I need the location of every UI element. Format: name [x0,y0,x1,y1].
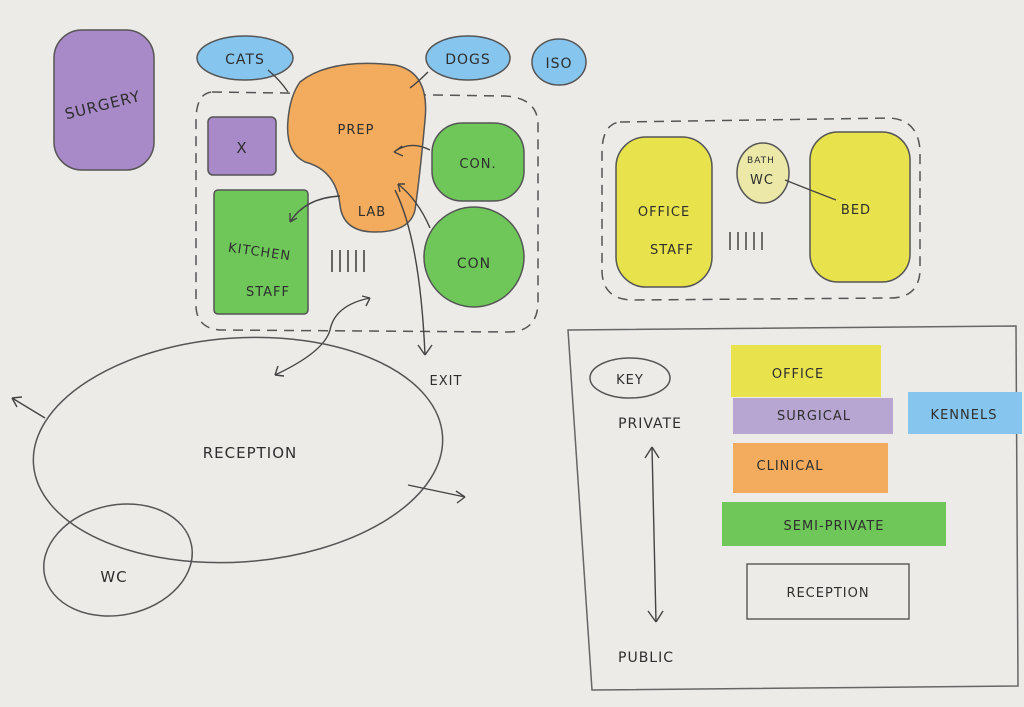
office-staff-label: STAFF [650,243,694,258]
key-swatch-clinical: CLINICAL [733,443,888,493]
bed-bubble: BED [809,131,911,283]
reception-bubble: RECEPTION [32,336,444,564]
clinic-zone-boundary [195,91,539,333]
dogs-bubble: DOGS [425,35,511,81]
key-swatch-office: OFFICE [731,345,881,397]
reception-flow-arrows [11,396,466,504]
residence-stairs [729,232,763,250]
key-private: PRIVATE [618,416,682,432]
svg-text:SURGICAL: SURGICAL [777,409,851,424]
bath-wc-label: WC [750,173,774,188]
consult-room-bottom-bubble: CON [423,206,525,308]
key-title: KEY [616,373,644,388]
svg-text:SEMI-PRIVATE: SEMI-PRIVATE [783,519,884,534]
svg-text:CLINICAL: CLINICAL [757,459,824,474]
office-label: OFFICE [638,205,690,220]
con-top-label: CON. [459,157,496,172]
iso-label: ISO [545,56,572,72]
residence-zone-boundary [601,117,921,301]
reception-label: RECEPTION [203,444,298,462]
x-room-bubble: X [207,116,277,176]
kitchen-staff-bubble: KITCHEN STAFF [213,189,309,315]
surgery-bubble: SURGERY [53,29,155,171]
bath-bed-link [784,179,837,201]
cats-label: CATS [225,52,265,68]
key-public: PUBLIC [618,650,674,666]
kitchen-staff-label: STAFF [246,285,290,300]
bath-wc-bubble: BATH WC [736,142,790,204]
con-bottom-label: CON [457,256,491,272]
clinic-flow-arrows [267,69,433,377]
iso-bubble: ISO [531,38,587,86]
key-swatch-semi-private: SEMI-PRIVATE [722,502,946,546]
key-panel: KEY PRIVATE PUBLIC OFFICE SURGICAL KENNE… [567,325,1022,691]
dogs-label: DOGS [445,52,491,68]
office-staff-bubble: OFFICE STAFF [615,136,713,288]
cats-bubble: CATS [196,35,294,81]
prep-label: PREP [338,123,375,138]
svg-text:RECEPTION: RECEPTION [786,586,869,601]
bed-label: BED [841,203,871,218]
lab-label: LAB [358,205,386,220]
consult-room-top-bubble: CON. [431,122,525,202]
privacy-scale-arrow [644,446,664,623]
wc-bubble: WC [43,503,193,617]
key-swatch-kennels: KENNELS [908,392,1022,434]
prep-lab-bubble: PREP LAB [286,62,427,233]
svg-text:OFFICE: OFFICE [772,367,824,382]
svg-text:KENNELS: KENNELS [931,408,998,423]
wc-label: WC [100,568,127,586]
key-swatch-surgical: SURGICAL [733,398,893,434]
bath-label: BATH [747,156,775,166]
x-room-label: X [236,139,247,157]
key-swatch-reception: RECEPTION [746,563,910,620]
exit-label: EXIT [430,374,463,389]
clinic-stairs [331,250,365,272]
